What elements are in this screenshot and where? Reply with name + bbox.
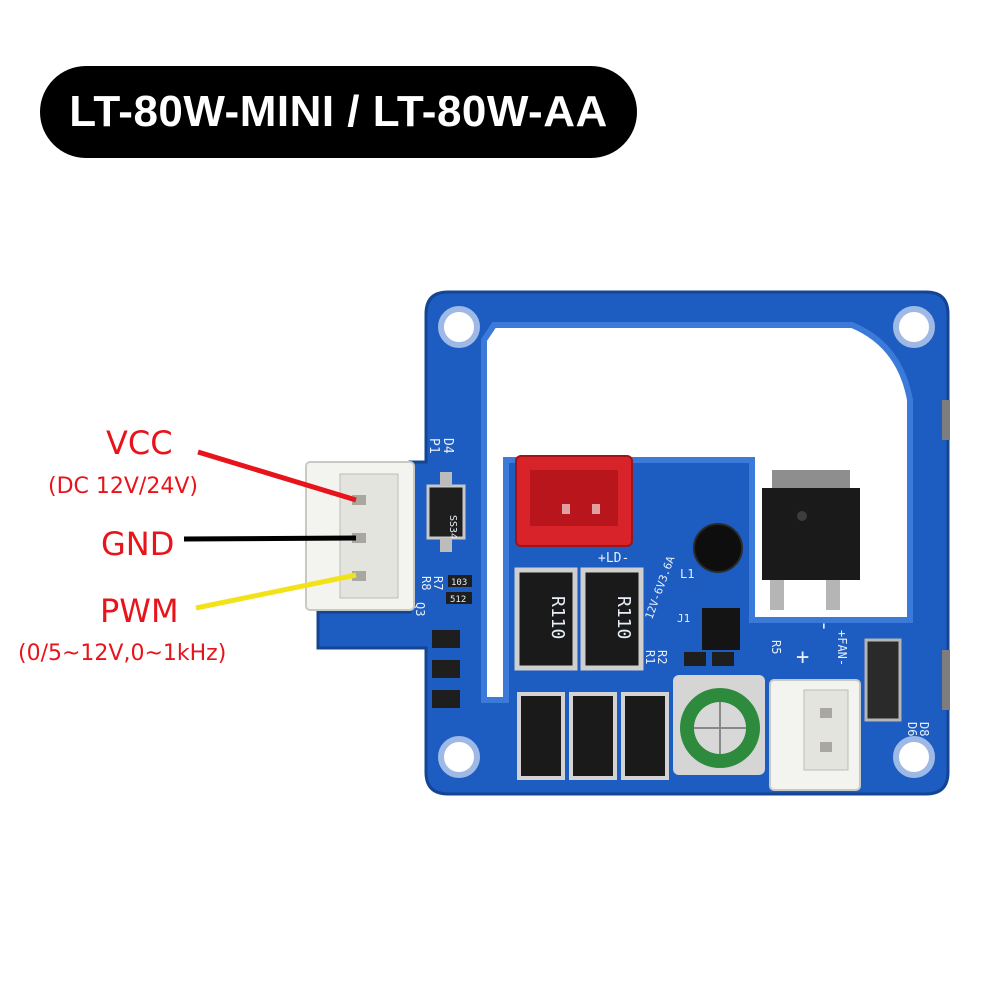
pwm-detail: (0/5~12V,0~1kHz) <box>18 641 227 666</box>
diode-d6 <box>864 638 902 722</box>
svg-text:+FAN-: +FAN- <box>835 630 849 666</box>
svg-text:J1: J1 <box>677 612 690 625</box>
gnd-label: GND <box>101 525 175 563</box>
resistor-r2: R110 <box>580 567 644 671</box>
svg-text:-: - <box>813 620 837 632</box>
vcc-wire <box>197 449 357 503</box>
mosfet <box>762 470 860 610</box>
diode-d4: SS34 <box>426 472 466 552</box>
svg-text:R110: R110 <box>547 596 568 639</box>
inductor-l1 <box>693 523 743 573</box>
svg-text:R8: R8 <box>419 576 433 590</box>
mount-hole-icon <box>893 736 935 778</box>
svg-text:R7: R7 <box>431 576 445 590</box>
vcc-detail: (DC 12V/24V) <box>48 474 198 499</box>
vcc-label: VCC <box>106 424 173 462</box>
mount-hole-icon <box>438 306 480 348</box>
laser-diode-connector <box>515 455 633 547</box>
svg-text:+: + <box>796 645 809 670</box>
svg-text:D8: D8 <box>917 722 931 736</box>
resistor-r1: R110 <box>514 567 578 671</box>
diode-array <box>517 692 669 780</box>
svg-text:R1: R1 <box>643 650 657 664</box>
svg-text:P1: P1 <box>426 438 441 454</box>
mount-hole-icon <box>438 736 480 778</box>
svg-text:R2: R2 <box>655 650 669 664</box>
svg-text:512: 512 <box>450 595 466 605</box>
svg-text:SS34: SS34 <box>447 515 458 539</box>
svg-text:R110: R110 <box>613 596 634 639</box>
svg-text:D6: D6 <box>905 722 919 736</box>
controller-ic <box>702 608 740 650</box>
title-text: LT-80W-MINI / LT-80W-AA <box>69 87 608 136</box>
pwm-label: PWM <box>100 592 179 630</box>
svg-text:+LD-: +LD- <box>598 551 629 566</box>
svg-text:R5: R5 <box>769 640 783 654</box>
pcb <box>316 290 950 796</box>
pwm-wire <box>195 572 357 611</box>
svg-text:103: 103 <box>451 578 467 588</box>
electrolytic-capacitor <box>673 675 765 775</box>
gnd-wire <box>183 535 357 542</box>
svg-text:D4: D4 <box>440 438 455 454</box>
fan-connector <box>769 679 861 791</box>
svg-text:L1: L1 <box>680 567 694 581</box>
title-banner: LT-80W-MINI / LT-80W-AA <box>40 66 637 158</box>
mount-hole-icon <box>893 306 935 348</box>
svg-text:Q3: Q3 <box>413 602 427 616</box>
